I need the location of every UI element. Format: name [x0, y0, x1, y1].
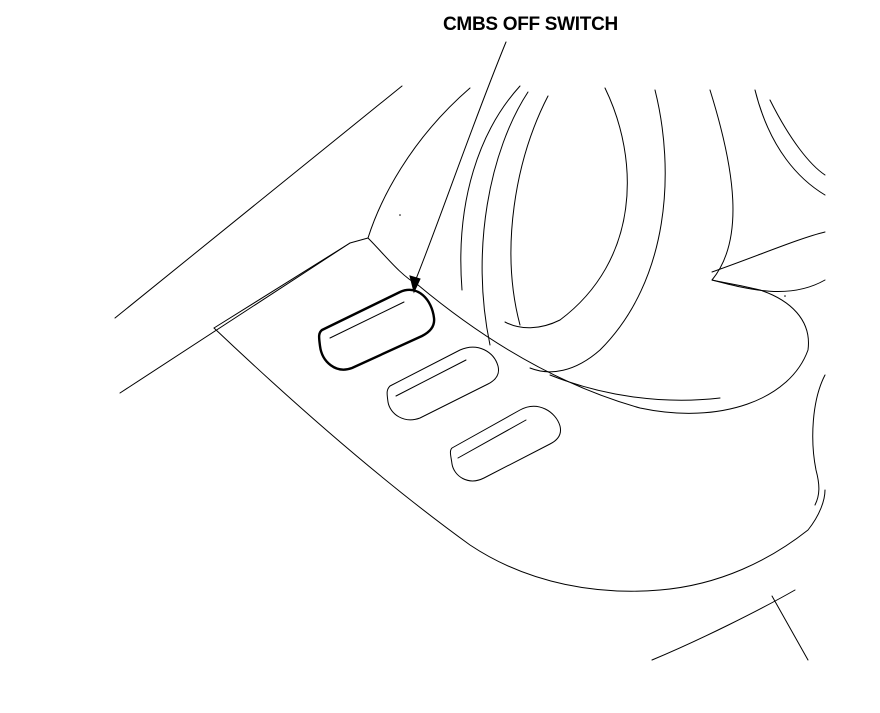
- floor-line: [651, 589, 796, 661]
- panel-top-ridge: [349, 237, 419, 286]
- dash-upper-edge: [114, 85, 403, 319]
- steering-ring-1: [504, 87, 628, 329]
- knee-bolster: [417, 279, 809, 414]
- knee-bolster-inner: [549, 374, 721, 401]
- lower-switch[interactable]: [449, 405, 561, 482]
- steering-curve-1: [460, 85, 521, 291]
- steering-curve-2: [481, 91, 529, 346]
- panel-lower-body: [213, 327, 826, 592]
- steering-ring-2: [529, 89, 666, 373]
- column-cover-top: [711, 231, 826, 273]
- floor-line-2: [771, 595, 809, 661]
- steering-curve-3: [510, 95, 549, 326]
- detail-dot: [784, 295, 786, 297]
- steering-column-right-2: [754, 89, 826, 196]
- callout-arrow: [409, 41, 507, 294]
- panel-right-edge: [812, 374, 826, 506]
- detail-dot: [399, 214, 401, 216]
- steering-column-right: [709, 89, 734, 281]
- dash-lower-edge: [119, 242, 351, 394]
- cmbs-off-switch-label: CMBS OFF SWITCH: [443, 14, 618, 35]
- column-cover-mid: [711, 279, 826, 292]
- panel-upper-shell: [367, 87, 471, 239]
- cmbs-off-switch[interactable]: [317, 288, 436, 371]
- panel-face-top: [213, 242, 351, 329]
- steering-column-right-3: [769, 99, 826, 176]
- middle-switch[interactable]: [386, 346, 499, 421]
